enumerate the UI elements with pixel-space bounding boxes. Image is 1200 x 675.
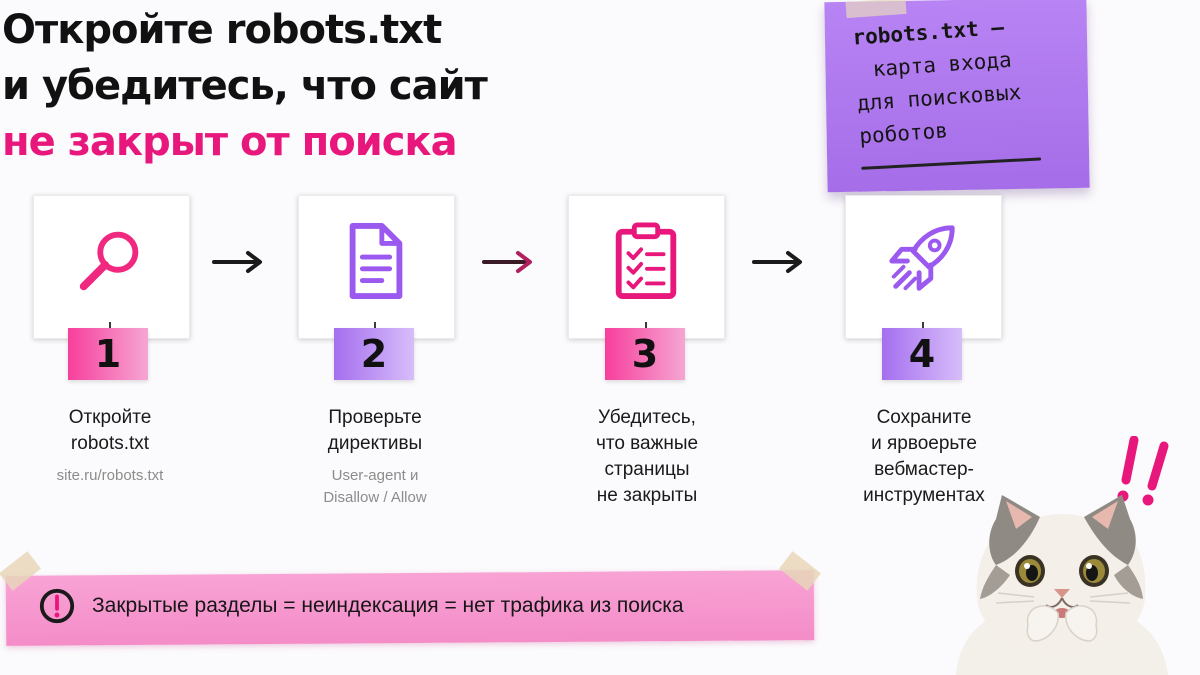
step-1-subtitle: site.ru/robots.txt: [5, 465, 215, 487]
step-1-title: Откройте robots.txt: [5, 405, 215, 457]
step-2-number: 2: [334, 328, 414, 380]
headline-line-1: Откройте robots.txt: [2, 7, 442, 53]
step-2-card: [298, 195, 455, 339]
page-headline: Откройте robots.txt и убедитесь, что сай…: [2, 2, 488, 170]
magnifier-icon: [79, 231, 139, 291]
step-4-card: [845, 195, 1002, 339]
step-1-number: 1: [68, 328, 148, 380]
arrow-right-icon: [482, 251, 532, 273]
warning-exclamation-icon: [39, 588, 75, 624]
step-1-title-line: robots.txt: [70, 433, 150, 454]
rocket-icon: [889, 225, 955, 291]
sticky-note: robots.txt — карта входа для поисковых р…: [824, 0, 1090, 193]
step-3-title-line: страницы: [604, 459, 690, 480]
step-2-title: Проверьте директивы: [270, 405, 480, 457]
step-1-subtitle-line: site.ru/robots.txt: [56, 467, 164, 484]
cat-illustration: [956, 495, 1168, 675]
headline-line-3: не закрыт от поиска: [2, 119, 458, 165]
step-2-title-line: директивы: [327, 433, 423, 454]
step-2-subtitle-line: User-agent и: [331, 467, 419, 484]
clipboard-checklist-icon: [615, 222, 677, 300]
step-4-title: Сохраните и ярвоерьте вебмастер- инструм…: [819, 405, 1029, 509]
arrow-right-icon: [212, 251, 262, 273]
arrow-right-icon: [752, 251, 802, 273]
step-3-title: Убедитесь, что важные страницы не закрыт…: [542, 405, 752, 509]
step-3-title-line: не закрыты: [596, 485, 698, 506]
document-icon: [349, 222, 403, 300]
step-3-number: 3: [605, 328, 685, 380]
step-4-title-line: Сохраните: [876, 407, 972, 428]
step-1-card: [33, 195, 190, 339]
step-4-title-line: вебмастер-: [874, 459, 974, 480]
sticky-note-underline: [861, 157, 1042, 170]
step-3-title-line: что важные: [595, 433, 699, 454]
sticky-note-text: robots.txt — карта входа для поисковых р…: [851, 6, 1080, 153]
step-1-title-line: Откройте: [68, 407, 152, 428]
warning-banner-text: Закрытые разделы = неиндексация = нет тр…: [92, 594, 684, 617]
step-2-subtitle-line: Disallow / Allow: [323, 489, 427, 506]
step-3-card: [568, 195, 725, 339]
step-4-number: 4: [882, 328, 962, 380]
headline-line-2: и убедитесь, что сайт: [2, 63, 488, 109]
step-4-title-line: и ярвоерьте: [871, 433, 977, 454]
step-2-title-line: Проверьте: [328, 407, 422, 428]
step-3-title-line: Убедитесь,: [598, 407, 696, 428]
step-2-subtitle: User-agent и Disallow / Allow: [270, 465, 480, 509]
step-4-title-line: инструментах: [863, 485, 985, 506]
